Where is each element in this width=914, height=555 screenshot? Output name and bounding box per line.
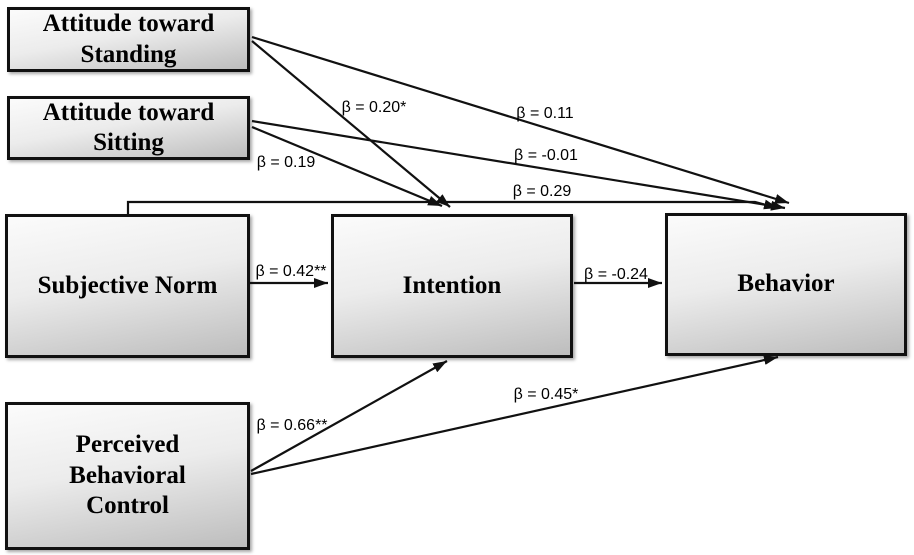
beta-label-intention-behavior: β = -0.24: [584, 266, 648, 283]
arrow-standing-to-intention: [251, 40, 451, 208]
beta-label-sn-intention: β = 0.42**: [255, 263, 327, 280]
beta-label-sitting-behavior: β = -0.01: [514, 147, 578, 164]
node-label: Perceived: [75, 431, 180, 459]
node-label: Attitude toward: [42, 98, 215, 126]
node-label: Attitude toward: [42, 10, 215, 37]
node-attitude-toward-sitting: Attitude toward Sitting: [7, 96, 250, 160]
node-label: Sitting: [93, 129, 164, 156]
node-attitude-toward-standing: Attitude toward Standing: [7, 7, 250, 72]
beta-label-standing-intention: β = 0.20*: [341, 99, 407, 116]
node-label: Behavioral: [69, 461, 186, 489]
node-label: Behavior: [737, 270, 835, 298]
node-label: Control: [86, 492, 169, 520]
node-perceived-behavioral-control: Perceived Behavioral Control: [5, 402, 250, 550]
node-label: Intention: [402, 271, 502, 299]
arrow-pbc-to-behavior: [250, 355, 779, 476]
node-label: Subjective Norm: [37, 271, 218, 299]
node-behavior: Behavior: [665, 213, 907, 356]
node-intention: Intention: [331, 214, 573, 358]
beta-label-sitting-intention: β = 0.19: [256, 154, 316, 171]
beta-label-pbc-behavior: β = 0.45*: [513, 386, 579, 403]
beta-label-standing-behavior: β = 0.11: [516, 105, 574, 122]
arrow-pbc-to-intention: [250, 360, 448, 472]
beta-label-pbc-intention: β = 0.66**: [256, 417, 328, 434]
node-label: Standing: [80, 40, 177, 68]
beta-label-sn-behavior: β = 0.29: [512, 183, 572, 200]
node-subjective-norm: Subjective Norm: [5, 214, 250, 358]
